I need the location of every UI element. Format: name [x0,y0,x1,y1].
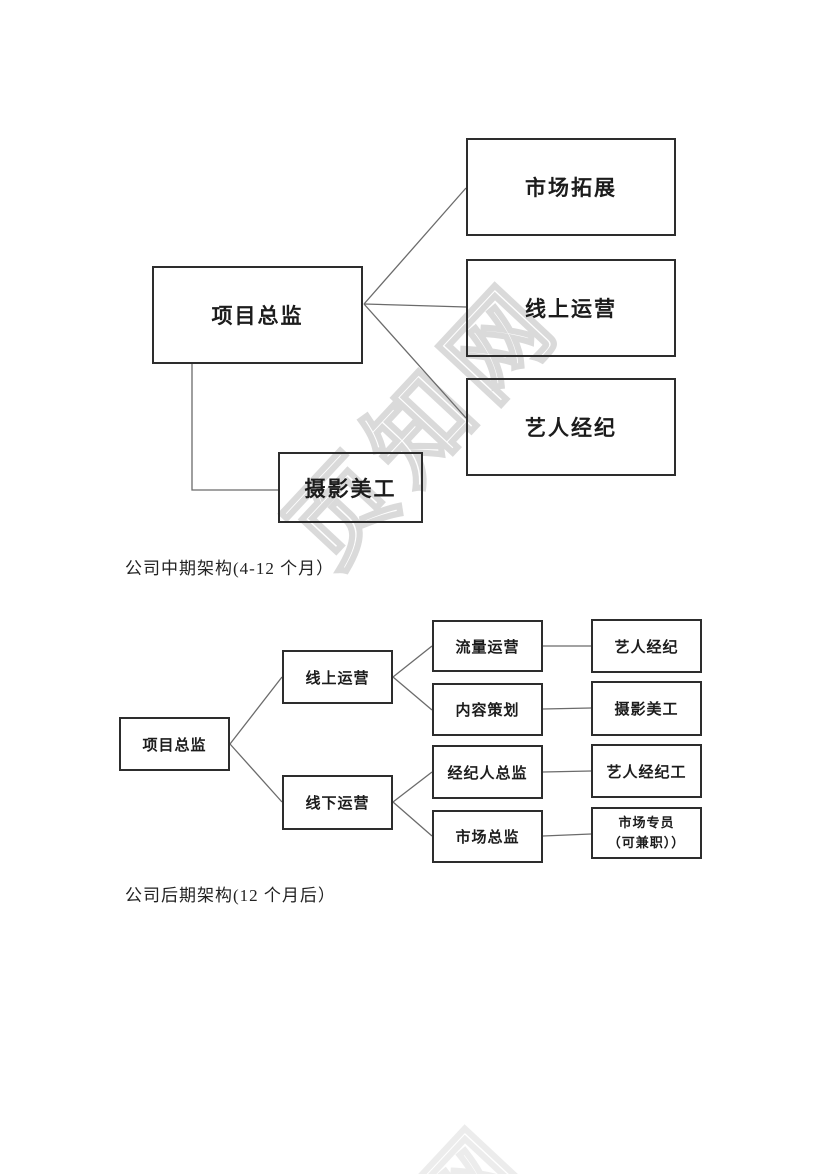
org-node-agent-director: 经纪人总监 [432,745,543,799]
caption-mid-term-structure: 公司中期架构(4-12 个月） [125,559,335,578]
org-node-label: 市场专员 [618,814,675,830]
org-node-label: 线上运营 [305,669,370,687]
org-node-artist-management-mid: 艺人经纪 [466,378,676,476]
org-node-label: 项目总监 [142,736,207,754]
connector-line [363,303,467,419]
org-node-photography-art-mid: 摄影美工 [278,452,423,523]
connector-line [542,833,592,837]
org-node-label: 经纪人总监 [447,764,528,782]
org-node-offline-operations: 线下运营 [282,775,393,830]
org-node-market-specialist: 市场专员 （可兼职）） [591,807,702,859]
connector-line [392,801,433,837]
org-node-label: 市场拓展 [525,177,617,200]
connector-line [363,303,467,308]
connector-line [229,743,283,803]
org-node-project-director-mid: 项目总监 [152,266,363,364]
org-node-artist-agent-worker: 艺人经纪工 [591,744,702,798]
org-node-traffic-operations: 流量运营 [432,620,543,672]
caption-late-term-structure: 公司后期架构(12 个月后） [125,886,336,905]
org-node-label: 摄影美工 [614,701,679,718]
connector-line [229,676,283,745]
connector-line [392,645,433,678]
org-node-label: 项目总监 [211,305,304,328]
org-node-label: 流量运营 [455,638,520,656]
org-node-label: 内容策划 [455,702,520,719]
org-node-online-operations-late: 线上运营 [282,650,393,704]
connector-line [542,707,592,710]
org-node-artist-management-late: 艺人经纪 [591,619,702,673]
connector-line [392,771,433,803]
org-node-project-director-late: 项目总监 [119,717,230,771]
connector-line [191,364,278,491]
org-node-label: （可兼职）） [607,835,686,850]
org-node-label: 摄影美工 [304,477,397,501]
org-node-market-director: 市场总监 [432,810,543,863]
org-node-label: 线上运营 [525,298,617,321]
org-node-label: 艺人经纪 [614,638,679,656]
org-node-photography-art-late: 摄影美工 [591,681,702,736]
org-node-label: 艺人经纪工 [606,763,687,781]
org-node-label: 市场总监 [455,829,520,846]
org-node-label: 艺人经纪 [525,417,617,440]
org-node-online-operations-mid: 线上运营 [466,259,676,357]
org-node-label: 线下运营 [305,795,370,812]
org-node-market-expansion: 市场拓展 [466,138,676,236]
connector-line [542,770,592,773]
connector-line [363,187,467,305]
connector-line [392,676,433,711]
org-node-content-planning: 内容策划 [432,683,543,736]
